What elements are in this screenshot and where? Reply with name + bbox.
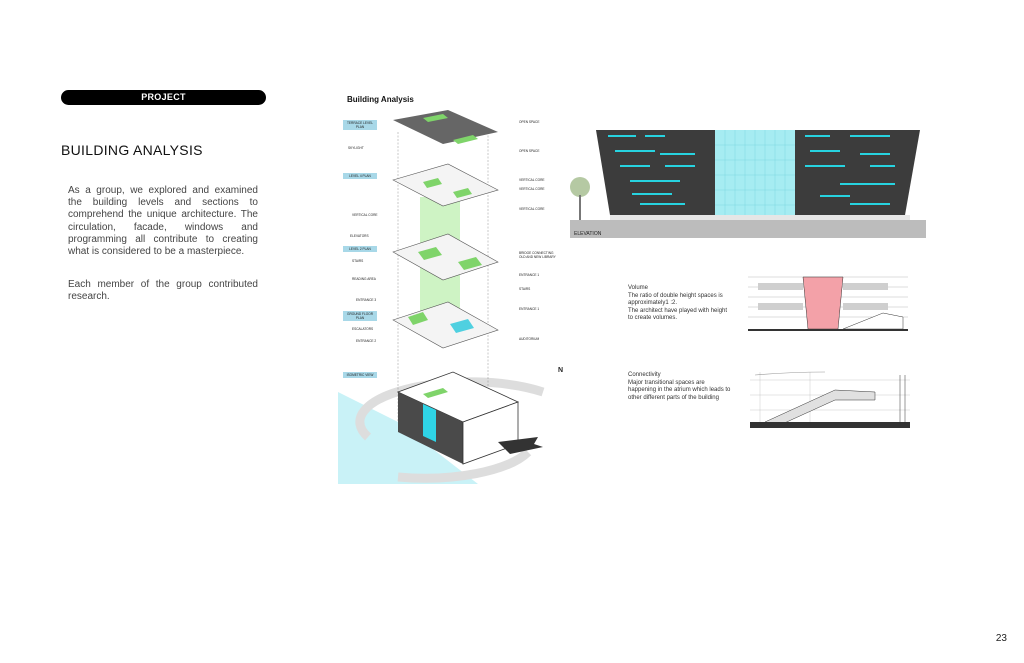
contribution-paragraph: Each member of the group contributed res… <box>68 279 258 303</box>
label-open-space-1: OPEN SPACE <box>519 120 540 124</box>
label-elevators: ELEVATORS <box>350 234 369 238</box>
label-escalators: ESCALATORS <box>352 327 374 331</box>
label-vertical-core-left: VERTICAL CORE <box>352 213 378 217</box>
intro-paragraph: As a group, we explored and examined the… <box>68 185 258 258</box>
label-entrance3: ENTRANCE 3 <box>356 298 377 302</box>
tag-level4: LEVEL 4 PLAN <box>343 173 377 179</box>
page-number: 23 <box>995 633 1007 644</box>
connectivity-title: Connectivity <box>628 372 661 378</box>
label-stairs-right: STAIRS <box>519 287 531 291</box>
label-open-space-2: OPEN SPACE <box>519 149 540 153</box>
label-vertical-core-2: VERTICAL CORE <box>519 187 545 191</box>
label-bridge: BRIDGE CONNECTING OLD AND NEW LIBRARY <box>519 251 556 259</box>
diagram-title: Building Analysis <box>347 95 414 104</box>
tag-ground: GROUND FLOOR PLAN <box>343 311 377 321</box>
connectivity-text: Major transitional spaces are happening … <box>628 380 731 401</box>
label-auditorium: AUDITORIUM <box>519 337 540 341</box>
tag-terrace: TERRACE LEVEL PLAN <box>343 120 377 130</box>
elevation-label: ELEVATION <box>574 231 602 237</box>
volume-text: The ratio of double height spaces is app… <box>628 293 728 322</box>
exploded-axonometric-diagram <box>338 110 545 484</box>
label-vertical-core-1: VERTICAL CORE <box>519 178 545 182</box>
label-reading-area: READING AREA <box>352 277 376 281</box>
elevation-drawing <box>570 130 926 238</box>
label-vertical-core-3: VERTICAL CORE <box>519 207 545 211</box>
label-skylight: SKYLIGHT <box>348 146 364 150</box>
label-stairs-left: STAIRS <box>352 259 364 263</box>
label-entrance1a: ENTRANCE 1 <box>519 273 540 277</box>
label-entrance2: ENTRANCE 2 <box>356 339 377 343</box>
volume-title: Volume <box>628 285 649 291</box>
tag-isometric: ISOMETRIC VIEW <box>343 372 377 378</box>
label-entrance1b: ENTRANCE 1 <box>519 307 540 311</box>
north-arrow-label: N <box>558 367 564 374</box>
tag-level2: LEVEL 2 PLAN <box>343 246 377 252</box>
page-title: BUILDING ANALYSIS <box>61 142 203 158</box>
connectivity-section <box>750 371 910 428</box>
volume-section <box>748 276 908 331</box>
project-pill: PROJECT <box>61 90 266 105</box>
